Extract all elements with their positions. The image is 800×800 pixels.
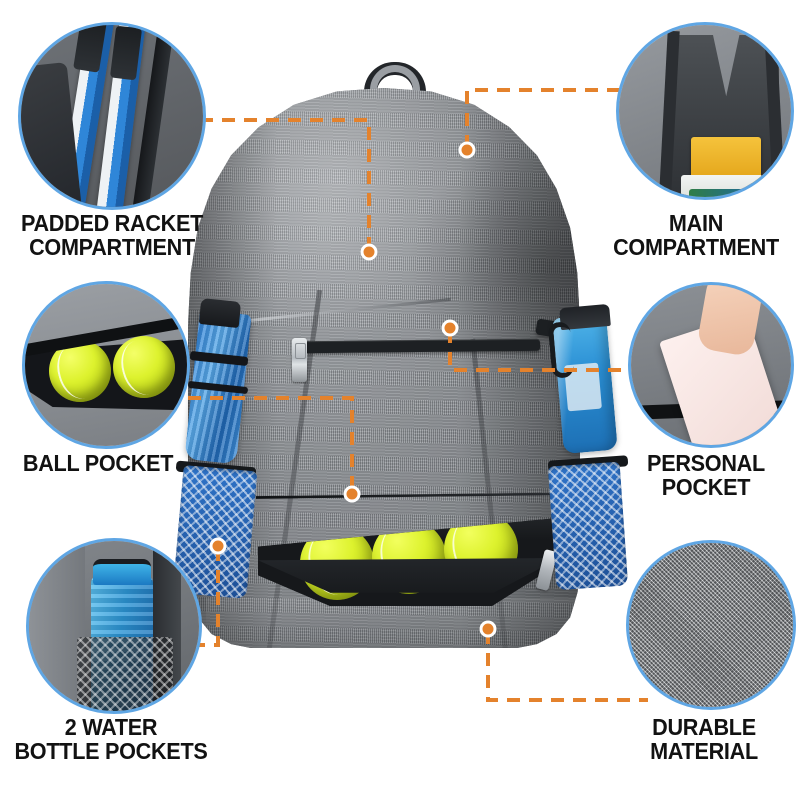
ball-pocket-zipper-top [256,492,562,499]
feature-image-water-bottle-pockets [26,538,202,714]
backpack-front-zipper-pull [292,338,307,382]
feature-label-padded-racket-compartment: PADDED RACKET COMPARTMENT [20,210,204,260]
feature-image-padded-racket-compartment [18,22,206,210]
right-mesh-pocket [547,461,629,591]
feature-image-main-compartment [616,22,794,200]
photo-ball-pocket [25,284,187,446]
feature-label-main-compartment: MAIN COMPARTMENT [613,210,779,260]
feature-label-ball-pocket: BALL POCKET [22,450,174,476]
feature-image-durable-material [626,540,796,710]
photo-personal-pocket [631,285,791,445]
feature-label-water-bottle-pockets: 2 WATER BOTTLE POCKETS [14,714,208,764]
hotspot-main-compartment[interactable] [458,141,476,159]
mesh-bottle-pocket [77,637,173,711]
right-side-pocket-contents [547,303,630,596]
photo-racket-compartment [21,25,203,207]
photo-main-compartment [619,25,791,197]
umbrella-cap [198,297,242,329]
photo-water-bottle-pocket [29,541,199,711]
padded-lining [21,62,84,207]
feature-image-personal-pocket [628,282,794,448]
backpack-panel [29,541,85,711]
feature-label-durable-material: DURABLE MATERIAL [650,714,758,764]
hotspot-racket-compartment[interactable] [360,243,378,261]
feature-label-personal-pocket: PERSONAL POCKET [647,450,765,500]
tennis-ball [49,340,111,402]
backpack-front-zipper [299,338,541,354]
tennis-ball [113,336,175,398]
backpack-lower-panel [206,598,580,648]
water-bottle-cap [93,559,151,585]
snack-package-green [689,189,755,197]
feature-image-ball-pocket [22,281,190,449]
hotspot-durable-material[interactable] [479,620,497,638]
photo-durable-fabric [629,543,793,707]
hotspot-water-bottle-pockets[interactable] [209,537,227,555]
hotspot-personal-pocket[interactable] [441,319,459,337]
hotspot-ball-pocket[interactable] [343,485,361,503]
